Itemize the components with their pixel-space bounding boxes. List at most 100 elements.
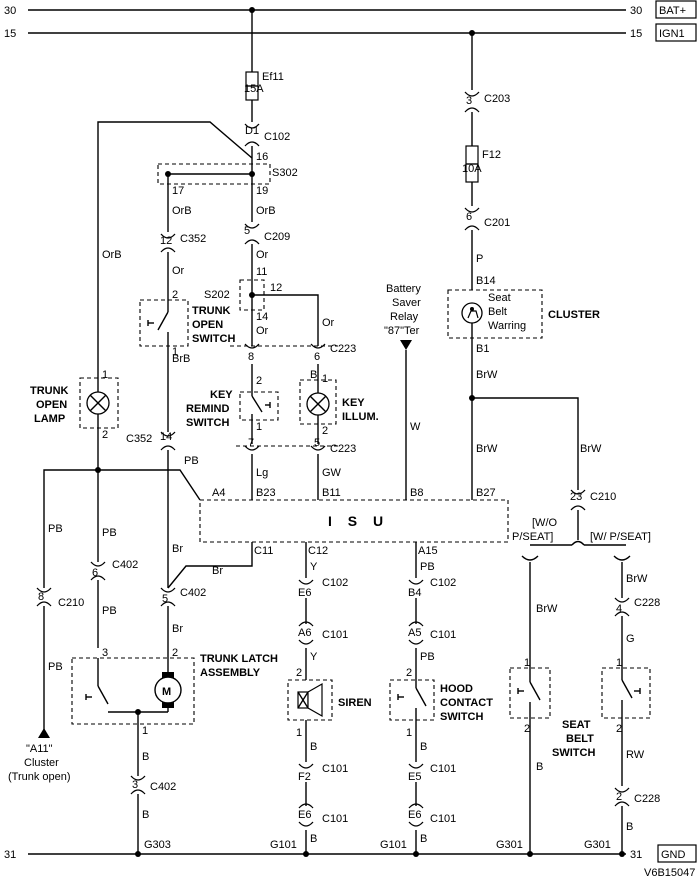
battery-saver-label-4: "87"Ter [384,325,420,337]
latch-pin-1: 1 [142,725,148,737]
key-illum-pin-1: 1 [322,373,328,385]
relay-terminal-icon [400,340,412,350]
trunk-open-switch: 2 1 TRUNK OPEN SWITCH BrB C352 14 Br [126,289,235,588]
key-remind-switch: 2 1 KEY REMIND SWITCH [186,364,279,444]
bat-rail: 30 30 BAT+ [4,0,697,19]
wire-y-1: Y [310,561,318,573]
bat-rail-label: BAT+ [659,5,686,17]
hood-label-1: HOOD [440,683,473,695]
seat-sw1-pin-1: 1 [524,657,530,669]
a11-label-3: (Trunk open) [8,771,71,783]
isu-module: I S U A4 B23 B11 B8 B27 C11 C12 A15 [199,487,509,557]
siren-pin-1: 1 [296,727,302,739]
pin-a4: A4 [212,487,225,499]
trunk-switch-label-2: OPEN [192,319,223,331]
pin-7: 7 [248,437,254,449]
pin-e6a: E6 [298,587,311,599]
pin-f2: F2 [298,771,311,783]
wire-pb-1: PB [184,455,199,467]
seat-sw1-pin-2: 2 [524,723,530,735]
pin-a6: A6 [298,627,311,639]
hood-label-3: SWITCH [440,711,483,723]
latch-pin-2: 2 [172,647,178,659]
pin-b4: B4 [408,587,421,599]
battery-saver-label-2: Saver [392,297,421,309]
conn-c101d: C101 [430,763,456,775]
pin-b8: B8 [410,487,423,499]
key-illum-pin-b: B [310,369,317,381]
pin-5b: 5 [314,437,320,449]
wire-brw-1: BrW [476,369,498,381]
wire-pb-5: PB [48,661,63,673]
wire-b-hood-2: B [420,833,427,845]
a11-terminal-icon [38,728,50,738]
siren-branch: Y E6 C102 A6 C101 Y 2 SIREN 1 B F2 C101 … [270,542,372,857]
seat-belt-text-2: Belt [488,306,507,318]
conn-c101a: C101 [322,629,348,641]
key-remind-label-2: REMIND [186,403,229,415]
c223-lower: 7 5 C223 Lg GW [236,437,356,500]
key-remind-pin-1: 1 [256,421,262,433]
wire-b-seat1: B [536,761,543,773]
conn-c352b: C352 [126,433,152,445]
pin-6c: 6 [92,567,98,579]
seat-belt-switch-label-3: SWITCH [552,747,595,759]
lamp-label-2: OPEN [36,399,67,411]
wire-g: G [626,633,635,645]
conn-c201: C201 [484,217,510,229]
wire-or-2: Or [256,249,269,261]
ground-g101b: G101 [380,839,407,851]
key-illum-label-2: ILLUM. [342,411,379,423]
seat-switch-w-pseat: BrW 4 C228 G 1 2 RW 2 C228 B G301 SEAT B… [552,555,660,857]
gnd-rail-label: GND [661,849,686,861]
wire-rw: RW [626,749,645,761]
hood-pin-1: 1 [406,727,412,739]
bat-rail-right-number: 30 [630,5,642,17]
battery-saver-relay: Battery Saver Relay "87"Ter W [384,283,421,500]
conn-c228a: C228 [634,597,660,609]
seat-belt-text-3: Warring [488,320,526,332]
gnd-rail-right-number: 31 [630,849,642,861]
motor-label: M [162,686,171,698]
gnd-rail: 31 31 GND [4,844,697,863]
seat-sw2-pin-2: 2 [616,723,622,735]
wire-orb-2: OrB [172,205,192,217]
pin-b27: B27 [476,487,496,499]
key-remind-label-3: SWITCH [186,417,229,429]
ground-g101a: G101 [270,839,297,851]
battery-saver-label-1: Battery [386,283,421,295]
a11-label-1: "A11" [26,743,53,755]
fuse-ef11-name: Ef11 [262,71,284,83]
bat-rail-left-number: 30 [4,5,16,17]
conn-c102: C102 [264,131,290,143]
pin-3: 3 [466,95,472,107]
wire-br-2: Br [212,565,223,577]
conn-c352a: C352 [180,233,206,245]
seat-belt-warning-icon [461,302,483,324]
pin-c11: C11 [254,545,273,557]
key-illum-lamp: B 1 2 KEY ILLUM. [299,364,379,444]
isu-label: I S U [328,513,389,529]
wire-p: P [476,253,483,265]
siren-label: SIREN [338,697,372,709]
wire-or-1: Or [172,265,185,277]
ign-rail: 15 15 IGN1 [4,23,697,42]
conn-c101e: C101 [322,813,348,825]
pin-c12: C12 [308,545,328,557]
wire-b-latch: B [142,751,149,763]
pin-5c: 5 [162,593,168,605]
fuse-ef11-rating: 15A [244,83,264,95]
wire-b-hood: B [420,741,427,753]
pin-d1: D1 [245,125,259,137]
br-wiring: Br 5 C402 Br [160,542,253,674]
conn-c402b: C402 [180,587,206,599]
hood-switch-branch: PB B4 C102 A5 C101 PB 2 1 HOOD CONTACT S… [380,542,493,857]
pin-b11: B11 [322,487,341,499]
latch-label-2: ASSEMBLY [200,667,261,679]
pin-14a: 14 [256,311,268,323]
wire-b-siren-2: B [310,833,317,845]
pb-wiring: PB PB PB 6 C402 PB 8 C210 PB "A11" Clust… [8,455,201,783]
seat-belt-text-1: Seat [488,292,511,304]
pin-a5: A5 [408,627,421,639]
pin-4: 4 [616,603,622,615]
